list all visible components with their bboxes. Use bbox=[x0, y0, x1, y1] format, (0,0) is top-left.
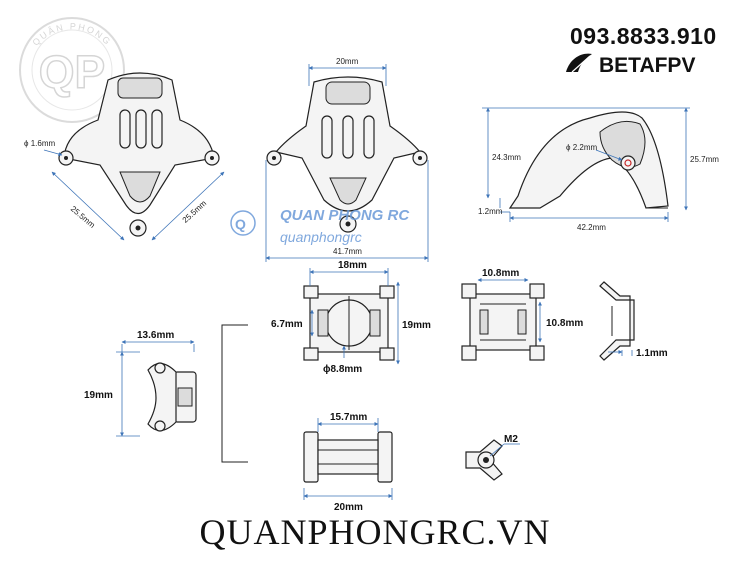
bracket-inner-label: 6.7mm bbox=[271, 319, 303, 330]
side-length-label: 42.2mm bbox=[577, 223, 606, 232]
rear-view-drawing bbox=[266, 76, 428, 233]
front-hole-dia-label: ϕ 1.6mm bbox=[24, 139, 55, 148]
side-view-drawing bbox=[508, 111, 669, 209]
logo-arc-text: QUÂN PHONG bbox=[30, 21, 111, 47]
svg-text:Q: Q bbox=[235, 216, 246, 232]
bar-outer-label: 20mm bbox=[334, 502, 363, 513]
bracket-top-width-label: 10.8mm bbox=[482, 268, 519, 279]
brand-name: BETAFPV bbox=[599, 54, 695, 77]
center-watermark: Q QUAN PHONG RC quanphongrc bbox=[230, 207, 410, 245]
betafpv-logo-icon bbox=[566, 53, 592, 73]
watermark-line1: QUAN PHONG RC bbox=[280, 207, 410, 224]
front-right-edge-label: 25.5mm bbox=[181, 199, 209, 225]
side-thickness-label: 1.2mm bbox=[478, 207, 503, 216]
group-bracket-line bbox=[221, 324, 248, 463]
bracket-side-drawing bbox=[599, 281, 635, 361]
rear-overall-width-label: 41.7mm bbox=[333, 247, 362, 256]
bracket-height-label: 19mm bbox=[402, 320, 431, 331]
side-total-height-label: 25.7mm bbox=[690, 155, 719, 164]
bracket-top-drawing bbox=[461, 283, 545, 361]
bracket-top-height-label: 10.8mm bbox=[546, 318, 583, 329]
side-inner-height-label: 24.3mm bbox=[492, 153, 521, 162]
logo-letters: QP bbox=[39, 46, 105, 98]
rear-top-width-label: 20mm bbox=[336, 57, 359, 66]
bar-inner-label: 15.7mm bbox=[330, 412, 367, 423]
side-hole-dia-label: ϕ 2.2mm bbox=[566, 143, 597, 152]
clip-height-label: 19mm bbox=[84, 390, 113, 401]
screw-drawing bbox=[465, 439, 503, 481]
bracket-front-drawing bbox=[303, 285, 395, 361]
watermark-line2: quanphongrc bbox=[280, 229, 362, 245]
bracket-hole-label: ϕ8.8mm bbox=[323, 364, 362, 375]
bracket-side-thickness-label: 1.1mm bbox=[636, 348, 668, 359]
clip-width-label: 13.6mm bbox=[137, 330, 174, 341]
screw-label: M2 bbox=[504, 434, 518, 445]
phone-number: 093.8833.910 bbox=[570, 23, 717, 49]
footer-site-name: QUANPHONGRC.VN bbox=[199, 512, 550, 552]
front-left-edge-label: 25.5mm bbox=[69, 204, 97, 230]
bottom-bar-drawing bbox=[303, 431, 393, 483]
bracket-width-label: 18mm bbox=[338, 260, 367, 271]
svg-text:QUÂN PHONG: QUÂN PHONG bbox=[30, 21, 113, 47]
clip-drawing bbox=[147, 362, 197, 432]
